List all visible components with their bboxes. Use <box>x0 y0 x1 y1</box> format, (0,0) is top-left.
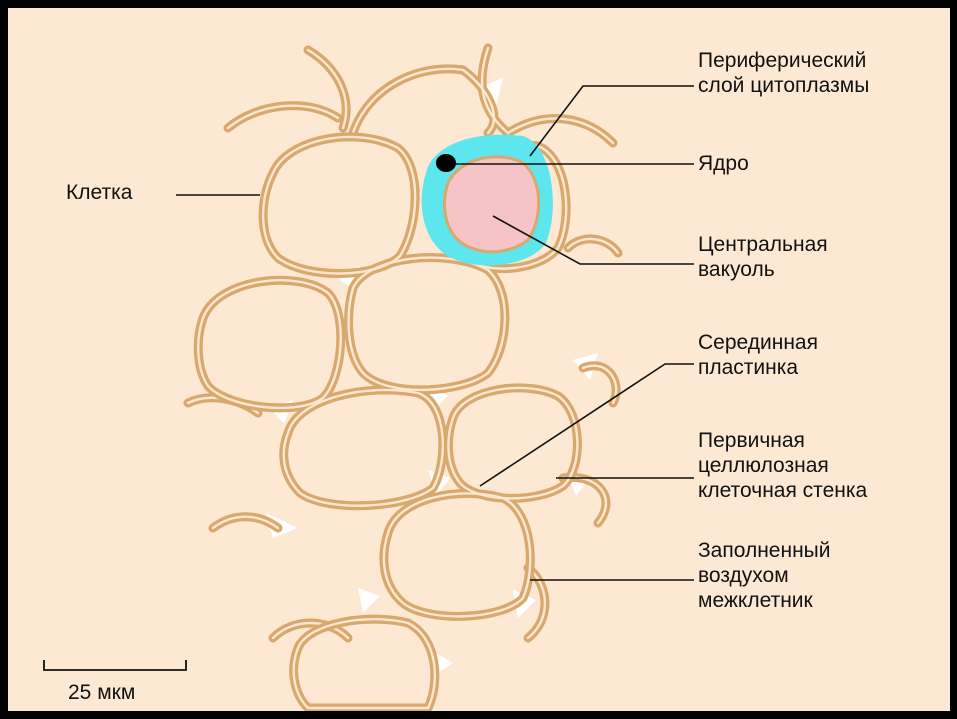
scale-bar <box>44 660 186 670</box>
cell-6-wall <box>384 493 530 616</box>
scale-bar-label: 25 мкм <box>68 680 135 705</box>
partial-cell-arcs <box>188 48 618 638</box>
leader-middle-lamella <box>480 364 694 486</box>
label-central-vacuole: Центральная вакуоль <box>698 232 828 282</box>
diagram-frame: Периферический слой цитоплазмы Ядро Цент… <box>8 8 950 711</box>
label-nucleus: Ядро <box>698 151 749 176</box>
label-cell: Клетка <box>66 180 132 205</box>
cell-4-wall <box>284 390 443 506</box>
central-vacuole <box>444 157 538 252</box>
partial-cell-arcs-inner <box>188 48 618 638</box>
cell-5-wall <box>448 388 577 498</box>
cell-3-wall <box>349 258 505 390</box>
label-middle-lamella: Серединная пластинка <box>698 330 818 380</box>
label-air-space: Заполненный воздухом межклетник <box>698 538 831 613</box>
nucleus <box>436 154 456 172</box>
label-primary-wall: Первичная целлюлозная клеточная стенка <box>698 428 867 503</box>
label-peripheral-cytoplasm: Периферический слой цитоплазмы <box>698 48 869 98</box>
cell-2-wall <box>198 280 340 408</box>
living-cell-contents <box>422 135 553 266</box>
